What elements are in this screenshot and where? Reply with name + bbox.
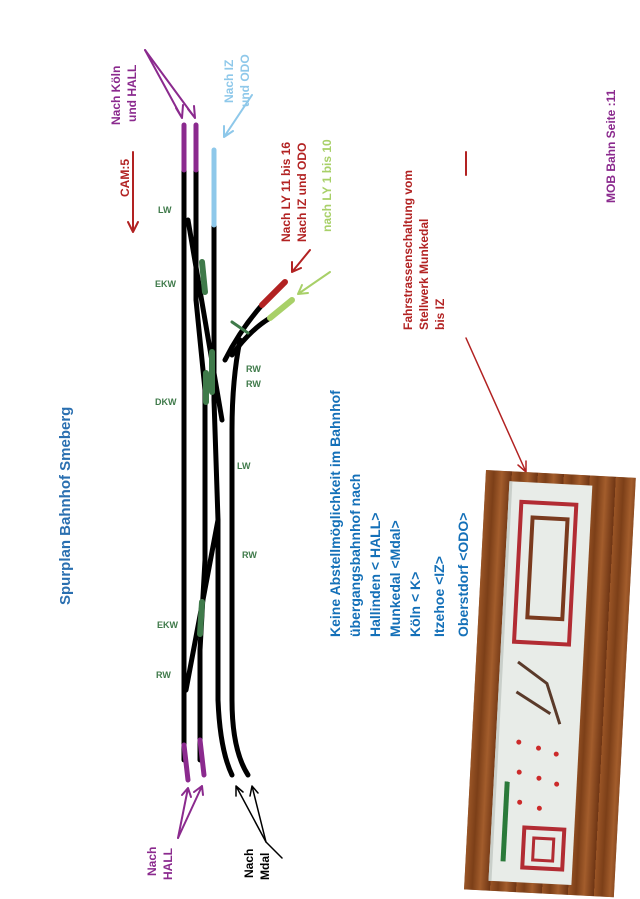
tracks (181, 167, 273, 778)
switch-label-rw-bottom: RW (156, 670, 171, 680)
label-mob-page: MOB Bahn Seite :11 (604, 89, 618, 203)
arrow-ly1 (297, 271, 331, 295)
arrow-hall-2 (177, 785, 204, 839)
label-nach-mdal-2: Mdal (258, 853, 272, 880)
page-title: Spurplan Bahnhof Smeberg (57, 407, 74, 605)
label-nach-ly11-1: Nach LY 11 bis 16 (279, 142, 293, 242)
label-fahr-3: bis IZ (433, 299, 447, 330)
label-cam: CAM:5 (118, 159, 132, 197)
label-nach-koeln-2: und HALL (125, 65, 139, 122)
info-line-3: Hallinden < HALL> (367, 513, 383, 637)
switch-label-dkw: DKW (155, 397, 177, 407)
switch-label-rw-3: RW (242, 550, 257, 560)
arrow-ly11 (291, 249, 311, 273)
info-line-6: Itzehoe <IZ> (431, 556, 447, 637)
track-end-purple-top (181, 122, 199, 173)
signal-box-photo (464, 470, 636, 898)
arrow-iz (223, 94, 253, 138)
label-nach-ly1: nach LY 1 bis 10 (320, 139, 334, 232)
track-4 (229, 337, 251, 778)
arrow-koeln (144, 49, 184, 119)
arrow-mdal (235, 785, 283, 859)
switch-label-ekw-top: EKW (155, 279, 177, 289)
track-3 (211, 207, 235, 778)
track-end-purple-bottom (181, 737, 207, 783)
crossing-1 (185, 217, 225, 423)
track-2 (193, 167, 208, 763)
label-fahr-2a: Stellwerk (417, 274, 431, 330)
arrow-hall (177, 787, 192, 839)
track-end-green (267, 297, 295, 321)
label-nach-ly11-2: Nach IZ und ODO (295, 143, 309, 242)
label-nach-hall-2: HALL (161, 848, 175, 880)
track-end-red (259, 279, 288, 308)
info-line-1: Keine Abstellmöglichkeit im Bahnhof (327, 390, 343, 637)
arrow-koeln-2 (144, 49, 196, 119)
info-line-4: Munkedal <Mdal> (387, 520, 403, 637)
arrows (127, 49, 527, 859)
info-line-7: Oberstdorf <ODO> (455, 513, 471, 637)
info-line-5: Köln < K> (407, 572, 423, 637)
cam-arrow (127, 151, 139, 233)
label-nach-koeln-1: Nach Köln (109, 66, 123, 125)
label-nach-hall-1: Nach (145, 847, 159, 876)
switch-label-rw-2: RW (246, 379, 261, 389)
info-line-2: übergangsbahnhof nach (347, 474, 363, 637)
switch-label-lw-top: LW (158, 205, 172, 215)
control-board-drawing (500, 499, 579, 872)
arrow-fahr (465, 337, 527, 473)
label-nach-iz-1: Nach IZ (222, 60, 236, 103)
label-fahr-1: Fahrstrassenschaltung vom (401, 170, 415, 330)
branch-up-2 (229, 315, 273, 358)
arrow-mdal-2 (249, 785, 267, 843)
switch-label-ekw-bottom: EKW (157, 620, 179, 630)
label-fahr-2b: Munkedal (417, 219, 431, 274)
switch-label-lw-mid: LW (237, 461, 251, 471)
label-fahr-2: Stellwerk Munkedal (417, 219, 431, 330)
branch-up-1 (222, 302, 265, 363)
label-nach-mdal-1: Nach (242, 849, 256, 878)
label-nach-iz-2: und ODO (238, 54, 252, 107)
photo-control-board (488, 481, 593, 886)
switch-label-rw-1: RW (246, 364, 261, 374)
switch-markers (197, 259, 250, 637)
